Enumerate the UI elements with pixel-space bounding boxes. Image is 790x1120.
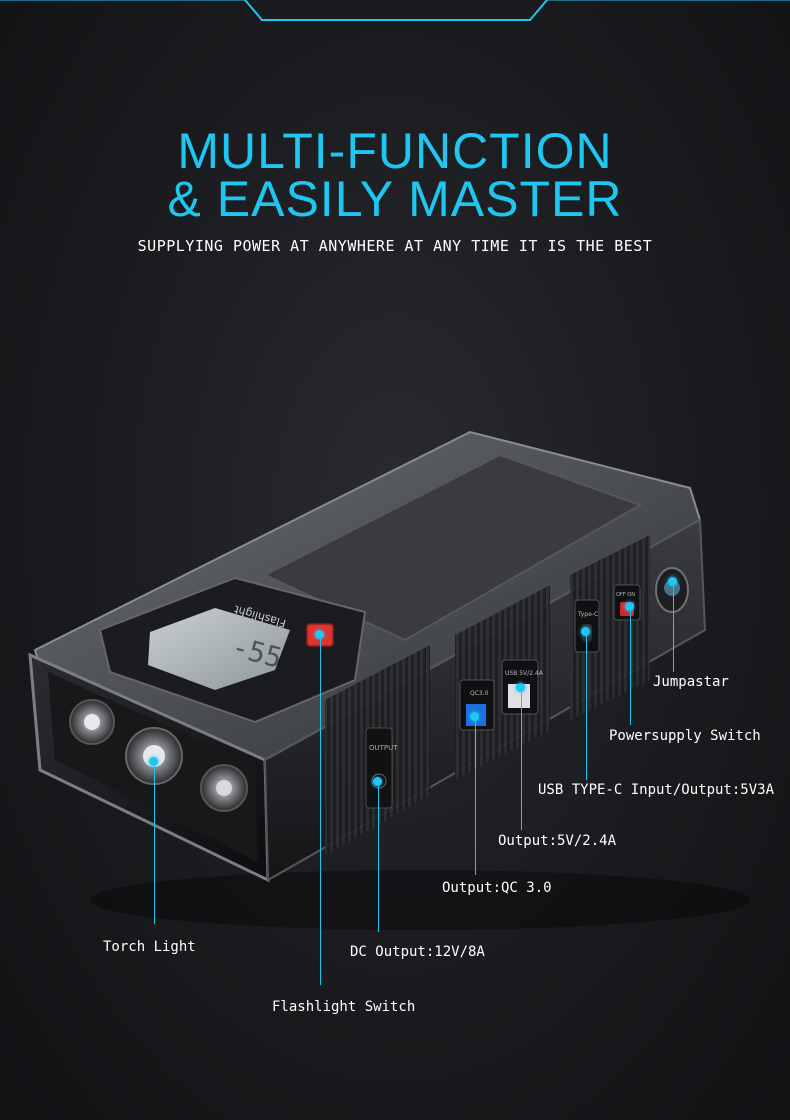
callout-output-qc: Output:QC 3.0 [442, 880, 552, 896]
dot-powersupply [625, 602, 634, 611]
dc-output-label: OUTPUT [369, 744, 398, 752]
callout-dc-output: DC Output:12V/8A [350, 944, 485, 960]
callout-usb-typec: USB TYPE-C Input/Output:5V3A [538, 782, 775, 798]
callout-output-5v: Output:5V/2.4A [498, 833, 617, 849]
jump-starter-device: -55 Flashlight OUTPUT QC3.0 USB 5V/2.4A … [28, 430, 750, 930]
callout-torch-light: Torch Light [103, 939, 196, 955]
callout-flashlight-switch: Flashlight Switch [272, 999, 416, 1015]
dot-flashlight-switch [315, 630, 324, 639]
typec-label: Type-C [577, 611, 598, 618]
dot-typec [581, 627, 590, 636]
headline-line-2: & EASILY MASTER [167, 171, 623, 227]
leader-flashlight-switch [320, 635, 321, 985]
switch-label: OFF ON [616, 592, 635, 598]
leader-jumpastar [673, 582, 674, 672]
leader-output-qc [475, 717, 476, 875]
dot-jumpastar [668, 577, 677, 586]
dot-output-5v [516, 683, 525, 692]
subtitle: SUPPLYING POWER AT ANYWHERE AT ANY TIME … [137, 237, 653, 255]
dot-torch [149, 757, 158, 766]
callout-powersupply-switch: Powersupply Switch [609, 728, 761, 744]
leader-dc-output [378, 782, 379, 932]
leader-output-5v [521, 688, 522, 830]
leader-torch [154, 762, 155, 924]
leader-typec [586, 632, 587, 780]
dot-dc-output [373, 777, 382, 786]
usb-port-label: USB 5V/2.4A [505, 670, 544, 677]
headline-line-1: MULTI-FUNCTION [177, 123, 613, 179]
qc-port-label: QC3.0 [470, 690, 489, 697]
top-tab-decoration [0, 0, 790, 21]
leader-powersupply [630, 607, 631, 725]
callout-jumpastar: Jumpastar [653, 674, 729, 690]
dot-output-qc [470, 712, 479, 721]
